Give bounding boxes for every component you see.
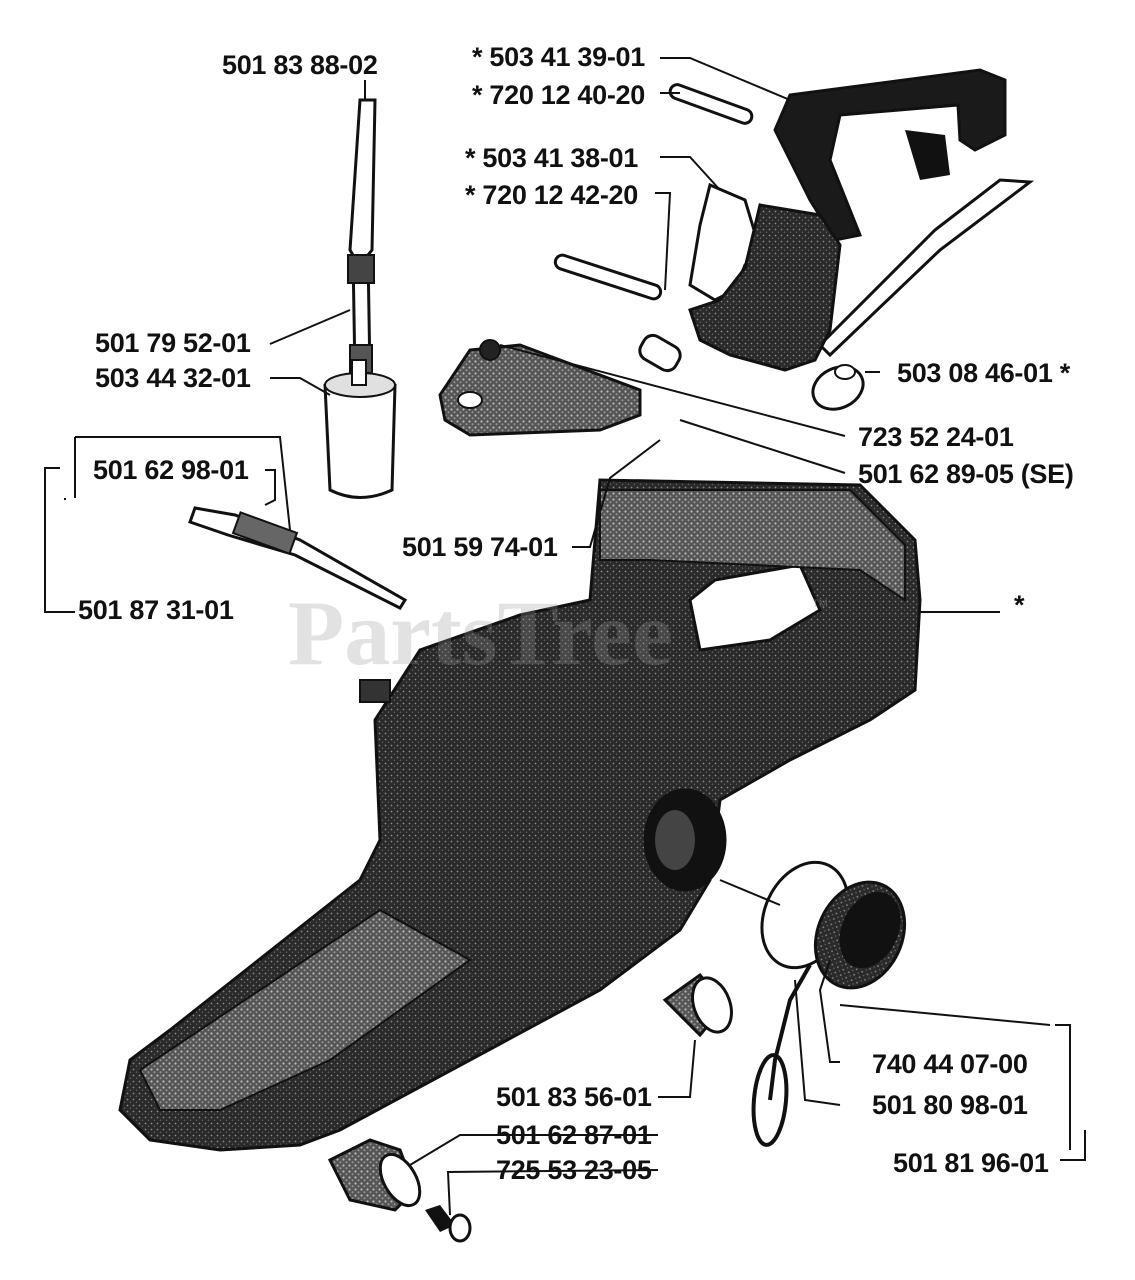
- label-501-79-52-01: 501 79 52-01: [95, 328, 251, 358]
- label-501-62-87-01: 501 62 87-01: [496, 1120, 652, 1150]
- label-501-59-74-01: 501 59 74-01: [402, 532, 558, 562]
- label-501-83-88-02: 501 83 88-02: [222, 50, 378, 80]
- label-501-83-56-01: 501 83 56-01: [496, 1082, 652, 1112]
- pump-pin: [188, 506, 408, 610]
- label-503-44-32-01: 503 44 32-01: [95, 363, 251, 393]
- label-501-62-98-01: 501 62 98-01: [93, 455, 249, 485]
- label-723-52-24-01: 723 52 24-01: [858, 422, 1014, 452]
- label-503-41-38-01: * 503 41 38-01: [465, 143, 638, 173]
- watermark-trademark: TM: [812, 598, 828, 610]
- oil-cap: [751, 860, 907, 1147]
- label-503-41-39-01: * 503 41 39-01: [472, 42, 645, 72]
- label-501-62-89-05: 501 62 89-05 (SE): [858, 459, 1074, 489]
- leader-lines: [44, 57, 1086, 1216]
- brake-bracket: [688, 182, 842, 372]
- pins: [553, 83, 754, 301]
- label-501-80-98-01: 501 80 98-01: [872, 1090, 1028, 1120]
- washer: [811, 364, 865, 411]
- label-501-87-31-01: 501 87 31-01: [78, 595, 234, 625]
- label-501-81-96-01: 501 81 96-01: [893, 1148, 1049, 1178]
- adjuster-screw: [327, 1138, 472, 1243]
- label-503-08-46-01: 503 08 46-01 *: [897, 358, 1070, 388]
- label-720-12-42-20: * 720 12 42-20: [465, 180, 638, 210]
- label-725-53-23-05: 725 53 23-05: [496, 1155, 652, 1185]
- main-housing: [118, 478, 922, 1152]
- oil-tube-filter: [323, 98, 397, 499]
- label-720-12-40-20: * 720 12 40-20: [472, 80, 645, 110]
- watermark-text: PartsTree: [288, 582, 673, 684]
- cover-plate: [438, 333, 682, 437]
- label-740-44-07-00: 740 44 07-00: [872, 1049, 1028, 1079]
- bushing: [662, 972, 733, 1038]
- label-housing-star: *: [1014, 590, 1025, 620]
